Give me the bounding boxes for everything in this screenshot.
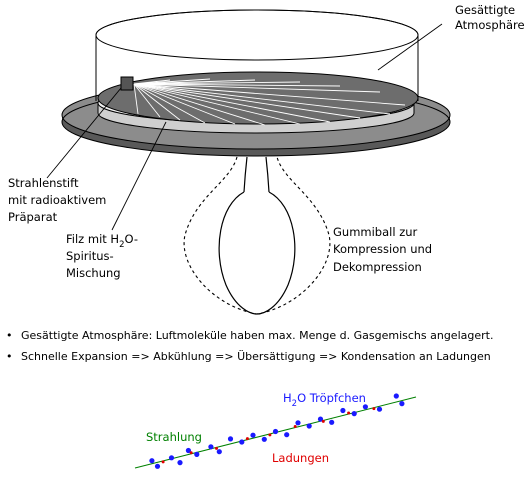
ray [133,81,301,85]
charge-dot [189,451,193,455]
cylinder-top [95,9,419,61]
charge-dot [245,437,249,441]
droplet-dot [399,401,405,407]
atmosphere-label-line1: Gesättigte [455,3,515,17]
droplet-group [149,393,405,469]
ball-label-line2: Kompression und [333,242,432,256]
charge-group [161,407,376,464]
ray [133,83,331,123]
felt-label-line3: Mischung [66,266,121,280]
ball-neck-right [265,156,270,193]
radioactive-pin [120,76,134,91]
ray [133,83,361,119]
droplet-dot [208,444,214,450]
droplet-dot [154,463,161,469]
bullet-item-2: Schnelle Expansion => Abkühlung => Übers… [21,350,491,363]
droplet-dot [194,451,200,457]
pin-label-line2: mit radioaktivem [8,193,106,207]
ball-label-line1: Gummiball zur [333,225,418,239]
droplet-dot [362,404,368,410]
bullet-marker-1: • [6,329,13,342]
felt-label-line1: Filz mit H2O- [66,232,138,250]
pin-label-line1: Strahlenstift [8,176,79,190]
charge-dot [372,407,376,411]
charge-dot [347,411,351,415]
pin-leader-line [46,87,122,179]
ray [133,83,301,125]
ray [133,83,406,106]
charge-dot [215,446,218,450]
droplet-dot [329,419,335,425]
droplet-dot [149,458,155,464]
ray [133,83,206,124]
radiation-label: Strahlung [146,430,202,444]
charge-dot [321,419,325,423]
glass-cylinder [95,9,419,101]
felt-label-line1-sub: 2 [119,240,124,250]
ray [133,78,211,85]
droplet-dot [340,407,346,414]
chamber-floor-ellipse [97,71,419,125]
droplet-dot [376,406,383,412]
droplet-dot [295,420,301,426]
track-illustration: H2O Tröpfchen Strahlung Ladungen [134,391,417,469]
droplet-dot [177,460,183,466]
droplet-dot [168,455,175,461]
droplet-dot [227,436,234,442]
droplet-dot [216,449,222,455]
ball-label-line3: Dekompression [333,260,422,274]
felt-leader-line [111,121,167,231]
atmosphere-leader-line [377,23,443,71]
bullet-item-1: Gesättigte Atmosphäre: Luftmoleküle habe… [21,329,493,342]
droplet-dot [185,447,191,454]
droplets-label-sub: 2 [292,399,297,409]
charge-dot [161,460,165,464]
droplet-dot [239,439,245,445]
ray [133,83,139,115]
felt-label-line1-b: O- [125,232,139,246]
ray [133,83,381,93]
droplet-dot [351,411,357,417]
droplet-dot [261,436,267,442]
charge-dot [268,433,272,437]
felt-label-line1-a: Filz mit H [66,232,119,246]
ray [133,83,161,118]
pin-label-line3: Präparat [8,210,58,224]
ray [133,83,341,87]
droplet-dot [306,423,312,429]
bullet-list: • Gesättigte Atmosphäre: Luftmoleküle ha… [6,329,493,363]
base-plate-rim [62,115,450,156]
droplet-dot [393,393,399,399]
charges-label: Ladungen [272,451,329,465]
radiation-rays [133,78,406,126]
ball-neck-left [243,156,248,193]
droplet-dot [272,428,279,435]
felt-label-line2: Spiritus- [66,249,114,263]
ray [133,83,266,126]
ray [133,83,391,115]
droplet-dot [284,432,290,438]
charge-dot [293,425,297,428]
droplets-label-a: H [283,391,292,405]
rubber-ball-compressed [218,191,296,315]
ray [133,79,256,85]
droplet-dot [317,416,324,422]
rubber-ball-expanded [183,156,331,315]
ray [133,83,236,125]
droplets-label: H2O Tröpfchen [283,391,366,409]
ray [133,79,171,85]
droplet-dot [250,432,256,438]
bullet-marker-2: • [6,350,13,363]
atmosphere-label-line2: Atmosphäre [455,18,525,32]
droplets-label-b: O Tröpfchen [297,391,366,405]
ray [133,83,181,121]
